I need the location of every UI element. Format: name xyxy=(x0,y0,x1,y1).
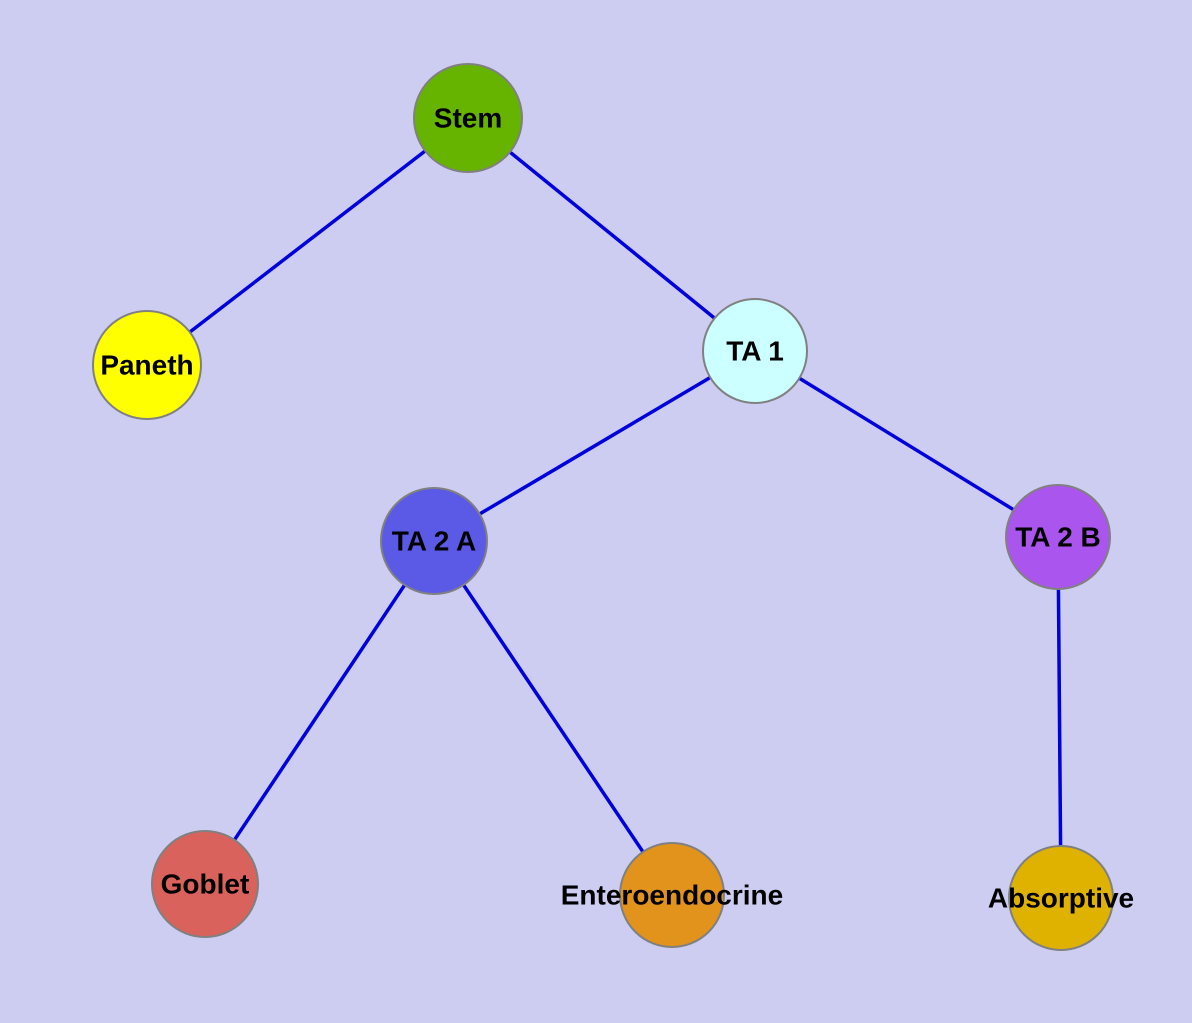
ta-2-a-circle[interactable] xyxy=(380,487,488,595)
edges-layer xyxy=(145,116,1063,899)
paneth-circle[interactable] xyxy=(92,310,202,420)
node-stem[interactable]: Stem xyxy=(413,63,523,173)
stem-circle[interactable] xyxy=(413,63,523,173)
goblet-circle[interactable] xyxy=(151,830,259,938)
edge-ta-1-to-ta-2-a xyxy=(433,349,756,543)
node-goblet[interactable]: Goblet xyxy=(151,830,259,938)
edge-ta-1-to-ta-2-b xyxy=(754,349,1059,539)
edge-stem-to-paneth xyxy=(145,116,470,367)
edge-stem-to-ta-1 xyxy=(466,116,757,353)
enteroendocrine-circle[interactable] xyxy=(619,842,725,948)
absorptive-circle[interactable] xyxy=(1008,845,1114,951)
node-ta-2-b[interactable]: TA 2 B xyxy=(1005,484,1111,590)
node-ta-1[interactable]: TA 1 xyxy=(702,298,808,404)
ta-2-b-circle[interactable] xyxy=(1005,484,1111,590)
edge-ta-2-a-to-goblet xyxy=(203,540,436,885)
edge-ta-2-a-to-enteroendocrine xyxy=(432,540,674,896)
node-ta-2-a[interactable]: TA 2 A xyxy=(380,487,488,595)
edge-ta-2-b-to-absorptive xyxy=(1056,536,1063,899)
ta-1-circle[interactable] xyxy=(702,298,808,404)
node-paneth[interactable]: Paneth xyxy=(92,310,202,420)
